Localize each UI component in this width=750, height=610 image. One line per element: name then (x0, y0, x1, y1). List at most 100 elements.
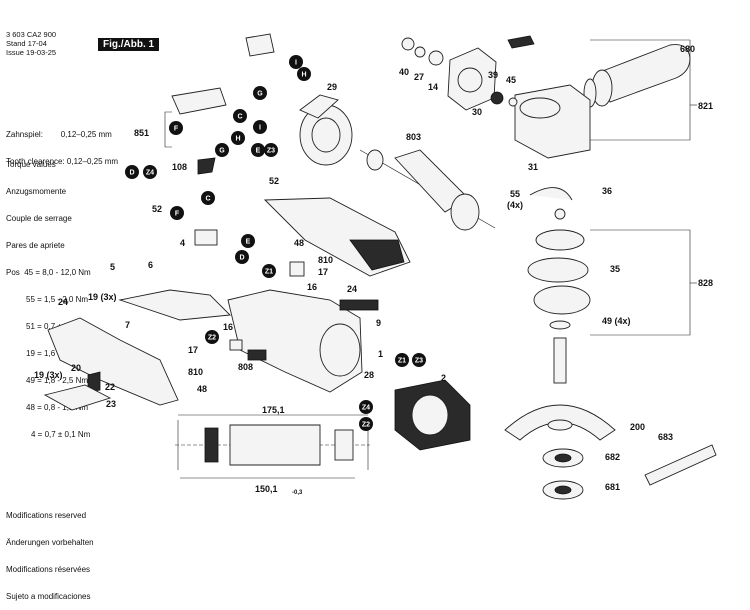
part-number-label: 29 (327, 82, 337, 92)
motor-housing (227, 289, 363, 393)
doc-header: 3 603 CA2 900 Stand 17-04 Issue 19-03-25 (6, 30, 56, 57)
hardware-details (43, 261, 379, 411)
connector-badge-letter: H (301, 72, 306, 79)
part-number-label: 6 (148, 260, 153, 270)
connector-badge-circle (233, 109, 247, 123)
clearance-note: Zahnspiel: 0,12–0,25 mm Tooth clearence:… (6, 112, 118, 175)
connector-badge-letter: Z3 (267, 148, 275, 155)
torque-row: 49 = 1,8 - 2,5 Nm (26, 376, 89, 385)
part-number-label: 39 (488, 70, 498, 80)
connector-badge-letter: E (256, 148, 261, 155)
part-number-label: 803 (406, 132, 421, 142)
connector-badge: Z3 (264, 143, 278, 157)
connector-badge-letter: Z4 (146, 170, 154, 177)
part-number-label: 20 (71, 363, 81, 373)
connector-badge-letter: C (237, 114, 242, 121)
connector-badge: Z4 (359, 400, 373, 414)
part-number-label: 36 (602, 186, 612, 196)
connector-badge-letter: F (174, 126, 179, 133)
connector-badge-circle (205, 330, 219, 344)
torque-title: Anzugsmomente (6, 187, 67, 196)
torque-table: Torque values Anzugsmomente Couple de se… (6, 142, 91, 448)
armature-dimension-view (175, 414, 370, 479)
connector-badge-letter: Z1 (265, 269, 273, 276)
connector-badge-letter: D (129, 170, 134, 177)
part-number-label: 52 (269, 176, 279, 186)
connector-badge: E (241, 234, 255, 248)
part-number-label: 828 (698, 278, 713, 288)
part-number-label: 4 (180, 238, 185, 248)
gear-head (507, 35, 591, 159)
part-number-label: 40 (399, 67, 409, 77)
connector-badge-letter: Z1 (398, 358, 406, 365)
connector-badge: Z3 (412, 353, 426, 367)
part-number-label: 27 (414, 72, 424, 82)
connector-badge: G (215, 143, 229, 157)
connector-badge-circle (289, 55, 303, 69)
connector-badge: H (231, 131, 245, 145)
connector-badge-letter: D (239, 255, 244, 262)
connector-badge: F (170, 206, 184, 220)
connector-badge: C (201, 191, 215, 205)
connector-badge: Z4 (143, 165, 157, 179)
issue-value: 19-03-25 (26, 48, 57, 57)
torque-row: 55 = 1,5 - 2,0 Nm (26, 295, 89, 304)
connector-badge-circle (297, 67, 311, 81)
connector-badge-circle (235, 250, 249, 264)
part-number-label: 17 (318, 267, 328, 277)
part-number-label: 7 (125, 320, 130, 330)
spanner-683 (644, 444, 717, 486)
connector-badge-circle (170, 206, 184, 220)
stator (394, 379, 471, 451)
dim-length-core: 150,1 (255, 484, 278, 494)
connector-badge-circle (201, 191, 215, 205)
connector-badge-circle (125, 165, 139, 179)
clearance-line: Tooth clearence: 0,12–0,25 mm (6, 157, 119, 166)
part-number-label: (4x) (507, 200, 523, 210)
connector-badge-letter: Z4 (362, 405, 370, 412)
connector-badge-letter: F (175, 211, 180, 218)
footer-line: Modifications reserved (6, 511, 87, 520)
part-number-label: 24 (347, 284, 357, 294)
connector-badge-letter: Z3 (415, 358, 423, 365)
connector-badge-letter: Z2 (362, 422, 370, 429)
connector-badge: E (251, 143, 265, 157)
connector-badge-circle (359, 417, 373, 431)
part-number-label: 810 (188, 367, 203, 377)
side-handle (544, 44, 691, 113)
part-number-label: 808 (238, 362, 253, 372)
figure-tag: Fig./Abb. 1 (98, 38, 160, 51)
doc-number: 3 603 CA2 900 (6, 30, 57, 39)
connector-badge-letter: G (219, 148, 225, 155)
connector-badge-circle (241, 234, 255, 248)
part-number-label: 16 (307, 282, 317, 292)
connector-badge: I (253, 120, 267, 134)
connector-badge: D (235, 250, 249, 264)
connector-badge: Z1 (262, 264, 276, 278)
part-number-label: 2 (441, 373, 446, 383)
part-number-label: 682 (605, 452, 620, 462)
connector-badge-circle (264, 143, 278, 157)
exploded-view-diagram: 175,1 150,1 -0,3 (34, 33, 717, 500)
clearance-line: Zahnspiel: 0,12–0,25 mm (6, 130, 112, 139)
connector-badge: D (125, 165, 139, 179)
part-number-label: 14 (428, 82, 438, 92)
issue-label: Issue (6, 48, 24, 57)
part-number-label: 52 (152, 204, 162, 214)
connector-badge: Z2 (359, 417, 373, 431)
connector-badge: C (233, 109, 247, 123)
connector-badge-letter: E (246, 239, 251, 246)
part-number-label: 821 (698, 101, 713, 111)
housing-shell-upper (263, 197, 411, 277)
fan (299, 94, 353, 166)
bracket-821 (590, 39, 697, 141)
part-number-label: 810 (318, 255, 333, 265)
part-number-label: 19 (3x) (34, 370, 63, 380)
connector-badge-letter: I (259, 125, 261, 132)
connector-badge-letter: I (295, 60, 297, 67)
bracket-851 (164, 111, 172, 148)
connector-badge-circle (253, 86, 267, 100)
torque-title: Pares de apriete (6, 241, 65, 250)
part-number-label: 16 (223, 322, 233, 332)
